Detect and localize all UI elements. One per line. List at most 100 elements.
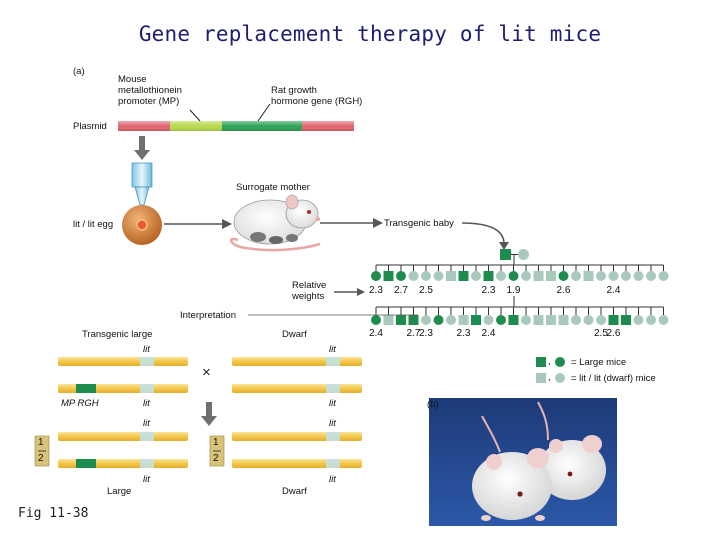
relative-weights-label-1: Relative bbox=[292, 280, 327, 291]
interpretation-label: Interpretation bbox=[180, 310, 236, 321]
male-symbol bbox=[396, 315, 406, 325]
promoter-pointer bbox=[189, 109, 201, 122]
promoter-label-1: Mouse bbox=[118, 74, 147, 85]
slide-title: Gene replacement therapy of lit mice bbox=[0, 22, 720, 46]
female-symbol bbox=[521, 271, 531, 281]
fraction-denominator: 2 bbox=[213, 453, 219, 464]
female-symbol bbox=[433, 315, 444, 325]
transgenic-large-header: Transgenic large bbox=[82, 329, 153, 340]
male-symbol bbox=[546, 271, 556, 281]
mp-rgh-label: MP RGH bbox=[61, 398, 99, 409]
male-symbol bbox=[483, 271, 494, 281]
female-symbol bbox=[658, 271, 669, 281]
female-symbol bbox=[408, 271, 419, 281]
weight-value: 2.5 bbox=[594, 328, 608, 339]
lit-label: lit bbox=[329, 474, 336, 485]
female-symbol bbox=[646, 271, 656, 281]
lit-label: lit bbox=[143, 398, 150, 409]
weight-value: 2.4 bbox=[369, 328, 383, 339]
male-symbol bbox=[608, 315, 619, 325]
relative-weights-label-2: weights bbox=[292, 291, 325, 302]
pedigree-parents bbox=[500, 249, 529, 265]
chromosome-offspring-dwarf-bottom bbox=[232, 459, 362, 468]
fraction-box-left bbox=[34, 435, 50, 467]
male-symbol bbox=[458, 271, 469, 281]
female-symbol bbox=[521, 315, 531, 325]
chromosome-offspring-dwarf-top bbox=[232, 432, 362, 441]
male-symbol bbox=[458, 315, 469, 325]
female-symbol bbox=[396, 271, 406, 281]
female-symbol bbox=[433, 271, 444, 281]
male-symbol bbox=[621, 315, 631, 325]
weight-value: 1.9 bbox=[506, 285, 521, 296]
female-symbol bbox=[483, 315, 494, 325]
panel-b-label: (b) bbox=[427, 399, 439, 410]
fraction-denominator: 2 bbox=[38, 453, 44, 464]
weight-value: 2.4 bbox=[606, 285, 621, 296]
female-symbol bbox=[608, 271, 619, 281]
male-symbol bbox=[546, 315, 556, 325]
male-symbol bbox=[408, 315, 419, 325]
lit-label: lit bbox=[143, 344, 150, 355]
male-symbol bbox=[533, 315, 544, 325]
lit-label: lit bbox=[143, 418, 150, 429]
plasmid-bar bbox=[118, 121, 354, 131]
egg-label: lit / lit egg bbox=[73, 219, 114, 230]
lit-label: lit bbox=[329, 418, 336, 429]
gene-pointer bbox=[257, 103, 271, 122]
male-symbol bbox=[383, 271, 394, 281]
dwarf-footer: Dwarf bbox=[282, 486, 307, 497]
plasmid-label: Plasmid bbox=[73, 121, 107, 132]
surrogate-mouse-icon bbox=[229, 194, 321, 252]
weight-value: 2.5 bbox=[419, 285, 433, 296]
female-symbol bbox=[571, 315, 581, 325]
weight-value: 2.7 bbox=[406, 328, 421, 339]
female-symbol bbox=[421, 315, 431, 325]
legend-comma-1: , bbox=[548, 356, 551, 367]
mice-photo bbox=[429, 398, 617, 526]
promoter-label-3: promoter (MP) bbox=[118, 96, 180, 107]
legend-large-text: = Large mice bbox=[571, 357, 627, 368]
promoter-label-2: metallothionein bbox=[118, 85, 182, 96]
female-symbol bbox=[446, 315, 456, 325]
legend-comma-2: , bbox=[548, 372, 551, 383]
weight-value: 2.7 bbox=[394, 285, 408, 296]
weight-value: 2.3 bbox=[419, 328, 433, 339]
panel-a-label: (a) bbox=[73, 66, 85, 77]
female-symbol bbox=[571, 271, 581, 281]
female-symbol bbox=[583, 315, 594, 325]
female-symbol bbox=[371, 315, 381, 325]
cross-symbol: × bbox=[202, 364, 211, 381]
arrow-down-icon bbox=[134, 136, 150, 160]
chromosome-dwarf-bottom bbox=[232, 384, 362, 393]
legend-dwarf-text: = lit / lit (dwarf) mice bbox=[571, 373, 656, 384]
lit-label: lit bbox=[329, 344, 336, 355]
egg-icon bbox=[122, 205, 162, 245]
title-text: Gene replacement therapy of lit mice bbox=[138, 22, 602, 46]
arrow-right-icon bbox=[320, 218, 383, 228]
male-symbol bbox=[558, 315, 569, 325]
fraction-numerator: 1 bbox=[213, 437, 219, 448]
chromosome-dwarf-top bbox=[232, 357, 362, 366]
lit-label: lit bbox=[329, 398, 336, 409]
female-symbol bbox=[421, 271, 431, 281]
surrogate-label: Surrogate mother bbox=[236, 182, 310, 193]
gene-label-1: Rat growth bbox=[271, 85, 317, 96]
female-symbol bbox=[621, 271, 631, 281]
female-symbol bbox=[471, 271, 481, 281]
female-symbol bbox=[646, 315, 656, 325]
arrow-right-icon bbox=[164, 219, 232, 229]
male-symbol bbox=[533, 271, 544, 281]
weight-value: 2.3 bbox=[456, 328, 471, 339]
chromosome-transgenic-top bbox=[58, 357, 188, 366]
pedigree-lines bbox=[375, 264, 664, 315]
chromosome-offspring-large-top bbox=[58, 432, 188, 441]
female-symbol bbox=[658, 315, 669, 325]
weight-value: 2.3 bbox=[481, 285, 496, 296]
chromosome-offspring-large-bottom bbox=[58, 459, 188, 468]
male-symbol bbox=[471, 315, 481, 325]
weight-value: 2.4 bbox=[481, 328, 496, 339]
female-symbol bbox=[596, 315, 606, 325]
female-symbol bbox=[371, 271, 381, 281]
